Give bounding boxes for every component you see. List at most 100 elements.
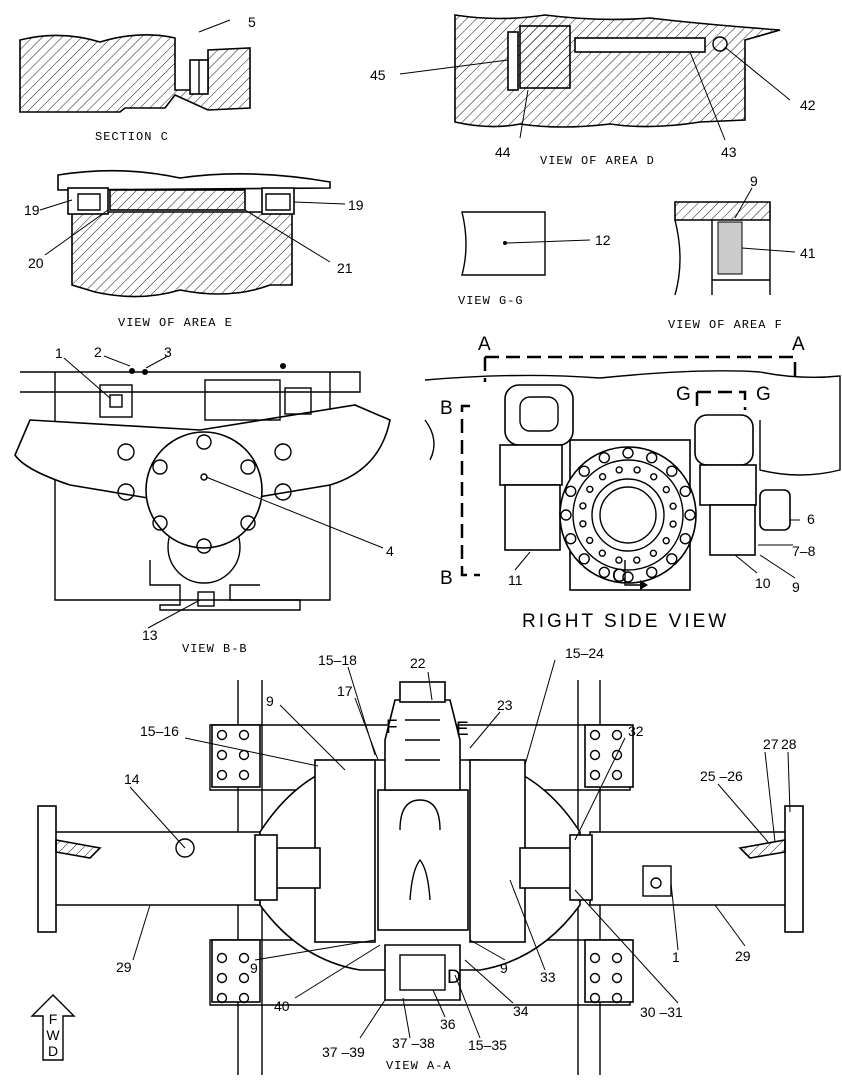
inner-bolt-hole: [650, 473, 658, 481]
frame-bolt-hole: [611, 952, 623, 964]
section-mark-a-left: A: [478, 334, 491, 355]
callout-29-left: 29: [116, 959, 132, 975]
callout-9-area-f: 9: [750, 173, 758, 189]
inner-bolt-hole: [598, 549, 606, 557]
frame-bolt-holes: [216, 729, 623, 1004]
inner-bolt-hole: [662, 485, 670, 494]
inner-bolt-hole: [579, 520, 587, 528]
view-gg-caption: VIEW G-G: [458, 294, 524, 308]
frame-bolt-hole: [589, 749, 601, 761]
frame-bolt-hole: [238, 972, 250, 984]
callout-2: 2: [94, 344, 102, 360]
callout-23: 23: [497, 697, 513, 713]
callout-43: 43: [721, 144, 737, 160]
frame-bolt-hole: [216, 749, 228, 761]
frame-bolt-hole: [238, 769, 250, 781]
callout-32: 32: [628, 723, 644, 739]
section-c-caption: SECTION C: [95, 130, 169, 144]
view-aa: [37, 680, 804, 1075]
frame-bolt-hole: [216, 952, 228, 964]
fwd-letter-f: F: [49, 1011, 58, 1027]
callout-9-right-side: 9: [792, 579, 800, 595]
inner-bolt-hole: [586, 536, 594, 545]
callout-45: 45: [370, 67, 386, 83]
callout-37-39: 37 –39: [322, 1044, 365, 1060]
callout-9-aa-top: 9: [266, 693, 274, 709]
flange-bolt-hole: [646, 566, 658, 578]
frame-bolt-hole: [589, 972, 601, 984]
callout-13: 13: [142, 627, 158, 643]
callout-15-24: 15–24: [565, 645, 604, 661]
area-f-view: [674, 201, 771, 296]
flange-bolt-hole: [666, 465, 678, 477]
flange-bolt-hole: [560, 509, 572, 521]
section-c-view: [19, 19, 251, 113]
view-bb-caption: VIEW B-B: [182, 642, 248, 656]
inner-bolt-hole: [633, 466, 641, 474]
frame-bolt-hole: [611, 992, 623, 1004]
callout-22: 22: [410, 655, 426, 671]
section-mark-d: D: [447, 967, 461, 988]
callout-15-16: 15–16: [140, 723, 179, 739]
callout-42: 42: [800, 97, 816, 113]
frame-bolt-hole: [216, 769, 228, 781]
flange-bolt-hole: [622, 571, 634, 583]
frame-bolt-hole: [216, 992, 228, 1004]
frame-bolt-hole: [216, 729, 228, 741]
area-e-view: [57, 169, 331, 298]
frame-bolt-hole: [611, 729, 623, 741]
callout-28: 28: [781, 736, 797, 752]
flange-bolt-hole: [578, 465, 590, 477]
callout-37-38: 37 –38: [392, 1035, 435, 1051]
inner-bolt-hole: [598, 473, 607, 481]
callout-19-right: 19: [348, 197, 364, 213]
forward-arrow: F W D: [30, 994, 76, 1061]
callout-19-left: 19: [24, 202, 40, 218]
callout-1-aa: 1: [672, 949, 680, 965]
callout-12: 12: [595, 232, 611, 248]
frame-bolt-hole: [611, 972, 623, 984]
frame-bolt-hole: [611, 749, 623, 761]
area-e-caption: VIEW OF AREA E: [118, 316, 233, 330]
view-bb: [14, 363, 391, 611]
callout-3: 3: [164, 344, 172, 360]
callout-1-bb: 1: [55, 345, 63, 361]
frame-bolt-hole: [589, 952, 601, 964]
flange-bolt-hole: [598, 566, 610, 578]
callout-21: 21: [337, 260, 353, 276]
callout-15-35: 15–35: [468, 1037, 507, 1053]
callout-30-31: 30 –31: [640, 1004, 683, 1020]
right-side-view: [424, 355, 841, 591]
callout-27: 27: [763, 736, 779, 752]
section-mark-e: E: [456, 719, 469, 740]
callout-44: 44: [495, 144, 511, 160]
area-f-caption: VIEW OF AREA F: [668, 318, 783, 332]
flange-bolt-hole: [679, 485, 691, 497]
flange-bolt-hole: [565, 533, 577, 545]
inner-bolt-hole: [633, 556, 641, 564]
area-d-view: [454, 14, 781, 128]
flange-bolt-hole: [622, 447, 634, 459]
view-aa-caption: VIEW A-A: [386, 1059, 452, 1073]
frame-bolt-hole: [611, 769, 623, 781]
frame-bolt-hole: [238, 729, 250, 741]
area-d-caption: VIEW OF AREA D: [540, 154, 655, 168]
inner-bolt-hole: [669, 502, 677, 510]
right-side-view-caption: RIGHT SIDE VIEW: [522, 611, 729, 632]
callout-20: 20: [28, 255, 44, 271]
callout-11: 11: [508, 572, 523, 588]
inner-bolt-hole: [649, 549, 658, 557]
frame-bolt-hole: [238, 992, 250, 1004]
callout-6: 6: [807, 511, 815, 527]
section-mark-b-top: B: [440, 398, 453, 419]
section-mark-f: F: [386, 717, 398, 738]
inner-bolt-hole: [669, 520, 677, 528]
frame-bolt-hole: [238, 952, 250, 964]
frame-bolt-hole: [216, 972, 228, 984]
inner-bolt-hole: [586, 485, 594, 493]
callout-36: 36: [440, 1016, 456, 1032]
callout-33: 33: [540, 969, 556, 985]
frame-bolt-hole: [589, 729, 601, 741]
flange-bolt-hole: [565, 485, 577, 497]
